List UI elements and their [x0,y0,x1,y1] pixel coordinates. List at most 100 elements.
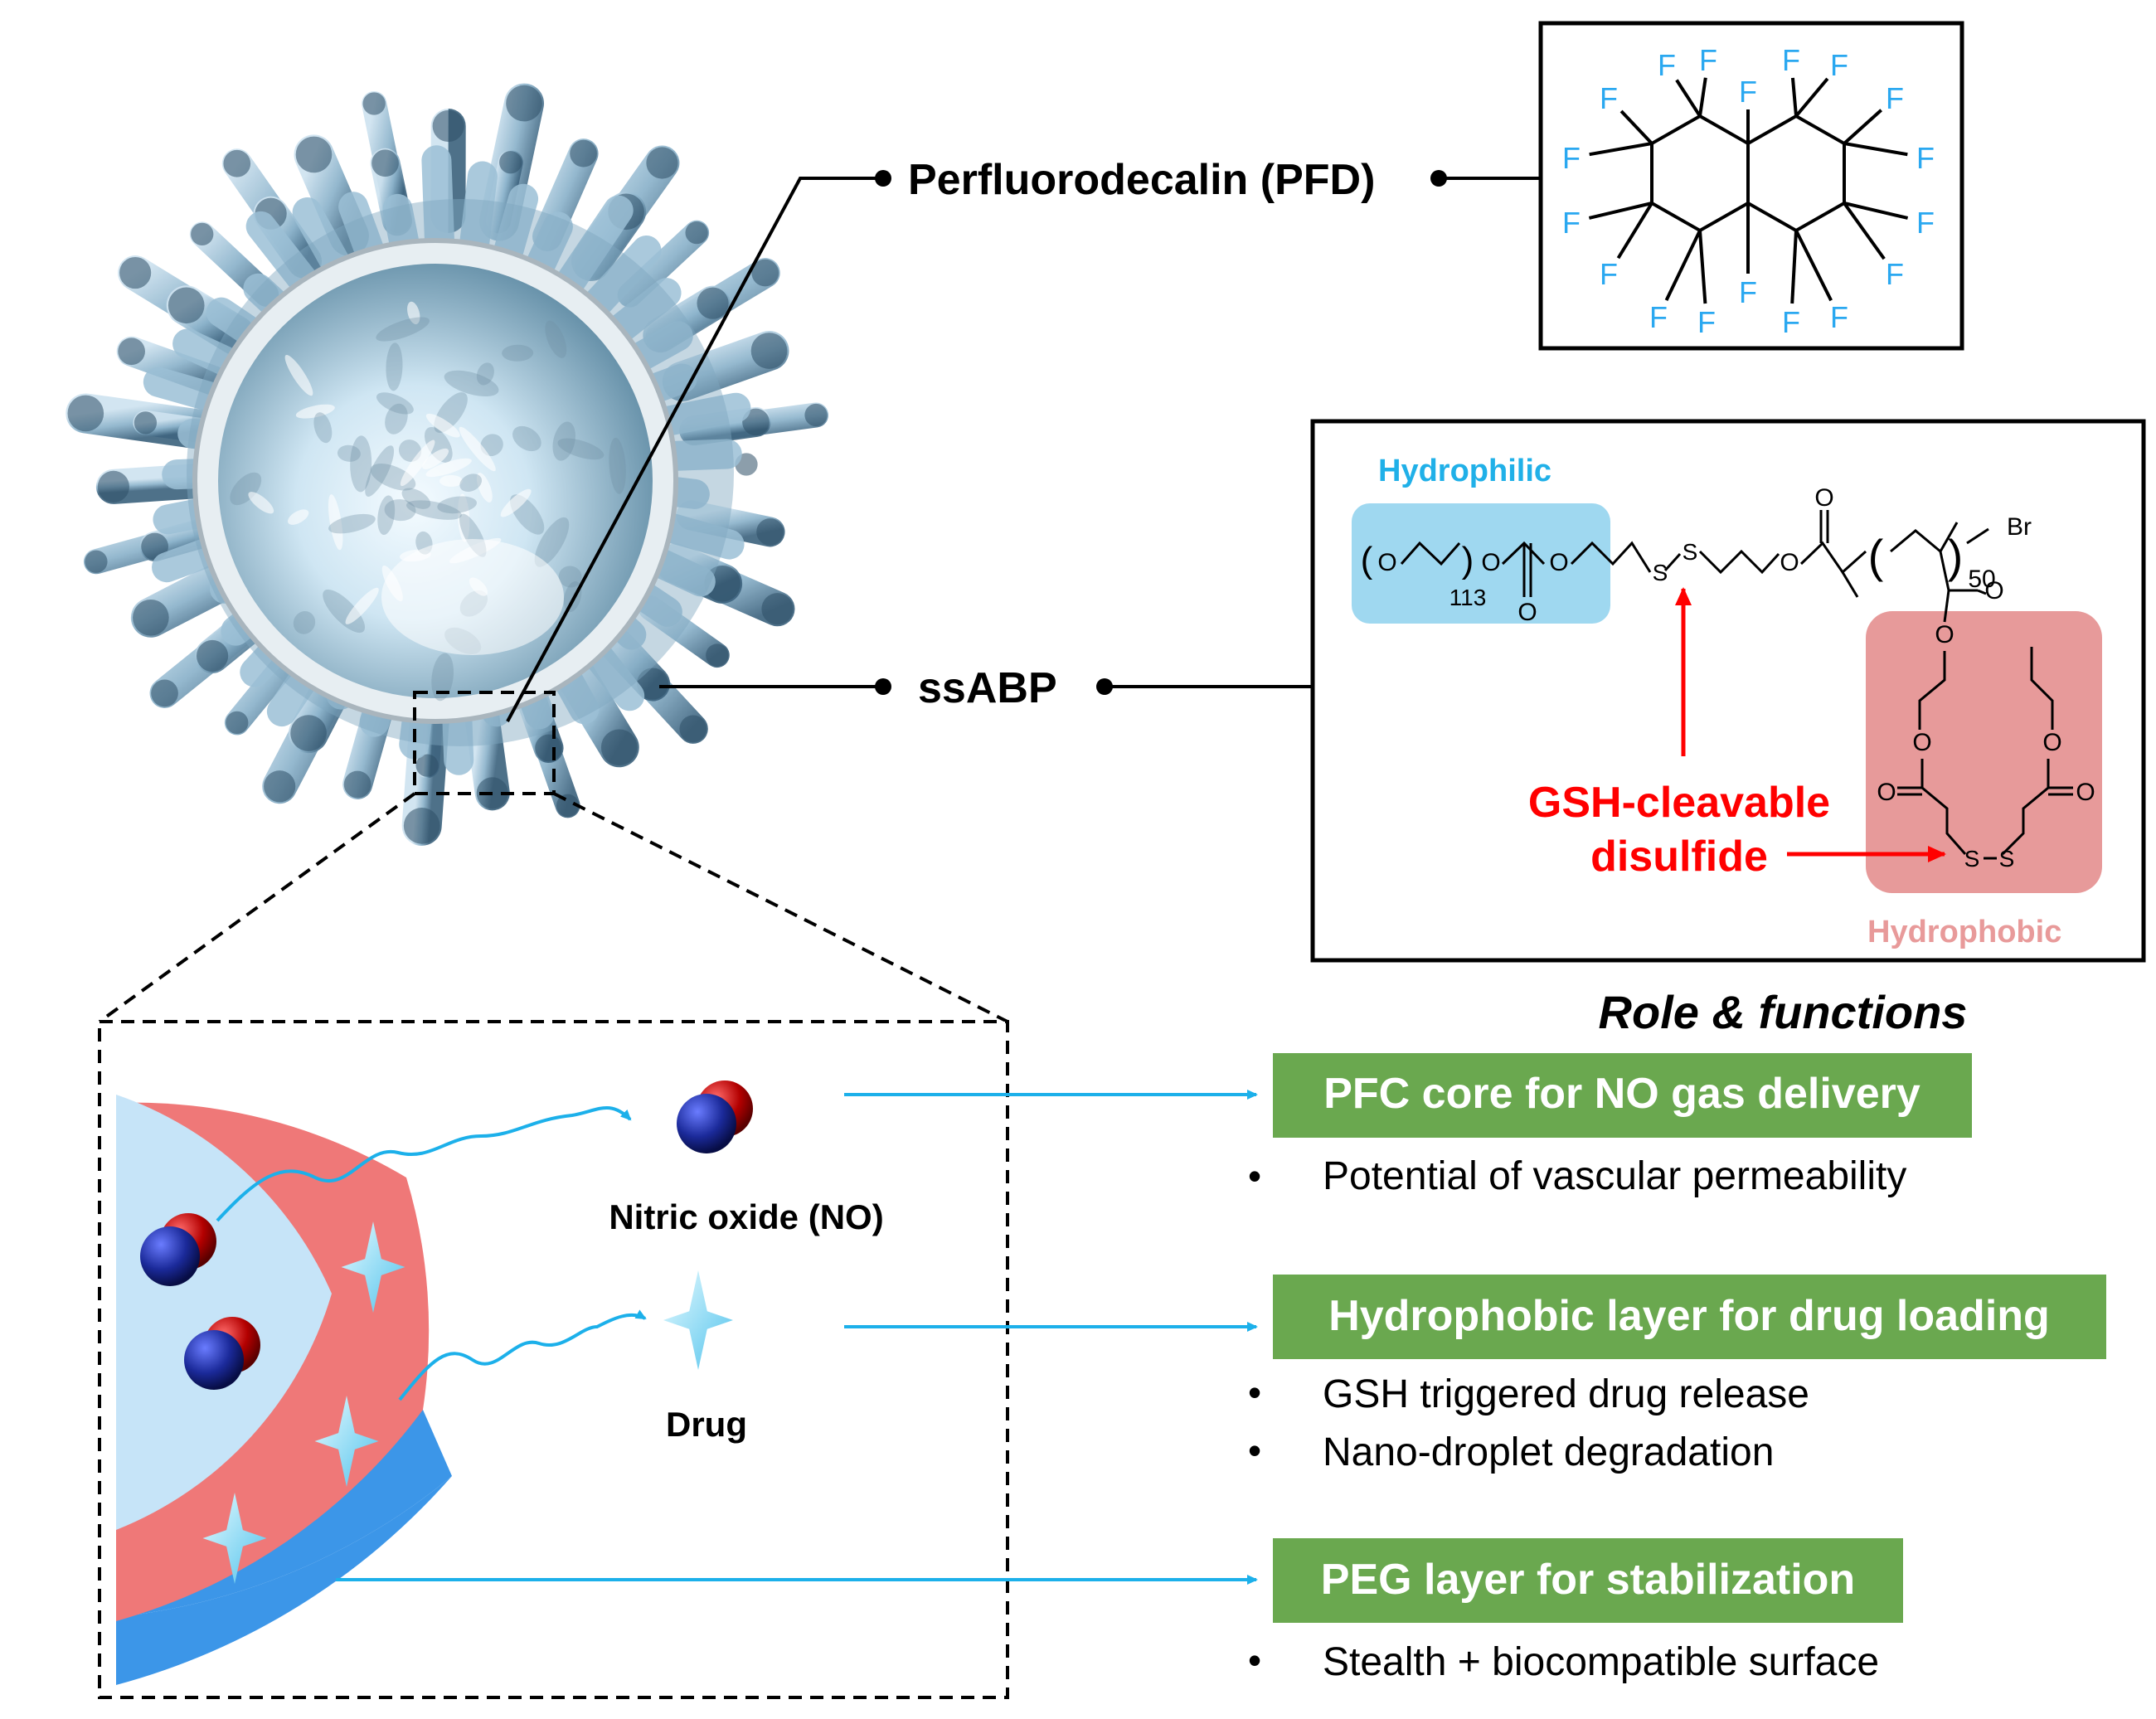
oxygen-atom: O [1780,549,1799,576]
core-texture [328,494,343,551]
rod-tip [751,259,779,287]
oxygen-atom: O [1984,577,2003,605]
poly-repeat-number: 50 [1968,566,1995,593]
nanodroplet-illustration [66,83,829,846]
function-1-box [1273,1053,1972,1138]
no-release-arrow [216,1106,632,1222]
core-texture [459,473,483,492]
fluorine-atom: F [1916,141,1935,175]
rod-tip [403,808,440,844]
core-texture [365,445,395,497]
rod-tip [134,411,158,435]
rod-tip [415,754,439,777]
gsh-label-line1: GSH-cleavable [1528,779,1830,827]
role-functions-title: Role & functions [1599,986,1968,1038]
fluorine-atom: F [1562,141,1581,175]
rod-tip [362,92,386,115]
rod-tip [646,147,678,179]
drug-release-arrow [398,1309,647,1401]
fluorine-atom: F [1697,305,1716,339]
pfd-bond [1794,77,1829,118]
fluorine-atom: F [1830,300,1848,334]
fluorine-atom: F [1658,48,1676,82]
pfd-bond [1616,202,1653,260]
pfd-bond [1589,142,1653,157]
zoom-layers [116,1080,753,1685]
rod-tip [151,679,178,707]
rod-tip [804,403,828,427]
function-1-bullet-1: Potential of vascular permeability [1323,1154,1906,1198]
fluorine-atom: F [1600,81,1618,115]
core-texture [422,448,449,469]
function-1: PFC core for NO gas delivery • Potential… [844,1053,1972,1198]
peg-bracket-close: ) [1462,540,1474,580]
sulfur-atom: S [1964,846,1980,872]
rod-tip [196,639,229,673]
pfd-connector [1430,170,1541,187]
core-texture [545,320,567,358]
core-texture [557,438,605,460]
core-texture [376,392,414,415]
function-1-title: PFC core for NO gas delivery [1323,1070,1920,1118]
rod-tip [506,85,542,122]
core-texture [534,517,570,567]
function-2-bullet-1-dot: • [1248,1371,1261,1414]
oxygen-atom: O [1935,621,1954,648]
function-2-bullet-2: Nano-droplet degradation [1323,1430,1774,1474]
hydrophilic-label: Hydrophilic [1378,454,1551,488]
bond [1918,651,1946,730]
pfd-bond [1794,230,1833,302]
core-texture [425,458,472,478]
oxygen-atom: O [1877,779,1896,806]
no-molecule-released-nitrogen [677,1094,736,1153]
rod-tip [97,470,129,503]
pfd-bond [1675,79,1702,118]
rod-tip [706,643,729,667]
fluorine-atom: F [1600,257,1618,291]
core-texture [350,435,372,493]
rod-tip [223,149,251,177]
bond [1400,541,1461,566]
hydrophilic-highlight [1352,503,1610,624]
drug-label: Drug [666,1405,747,1444]
pfd-label: Perfluorodecalin (PFD) [908,156,1375,204]
bond [1890,529,1941,553]
zoom-line-right [553,792,1008,1023]
core-texture [345,587,379,624]
fluorine-atom: F [1916,206,1935,240]
core-texture [476,473,493,503]
rod-tip [295,136,333,173]
oxygen-atom: O [1377,549,1396,576]
rod-tip [371,149,399,177]
pfd-bond [1790,77,1798,117]
core-texture [328,513,376,534]
poly-bracket-close: ) [1948,530,1964,582]
core-texture [376,317,430,342]
no-molecule-nitrogen [140,1226,200,1286]
drug-star [202,1493,267,1584]
bond [1799,541,1867,575]
core-texture [439,475,463,487]
oxygen-atom: O [2042,729,2061,756]
function-3-bullet-1: Stealth + biocompatible surface [1323,1640,1879,1684]
rod-tip [697,287,729,319]
ssabp-leader-line [659,678,891,695]
rod-tip [226,711,249,735]
bond [2030,647,2054,730]
core-texture [459,426,496,472]
bond [1943,590,1950,623]
rod-tip [499,151,522,174]
rod-tip [636,668,669,700]
peg-layer [116,1476,452,1685]
bond [2001,759,2050,856]
pfd-bond [1698,77,1707,117]
function-2-title: Hydrophobic layer for drug loading [1328,1292,2050,1340]
pfd-structure-box [1538,21,1964,351]
core-texture [476,362,494,386]
pfd-bond [1790,230,1798,304]
oxygen-atom: O [2076,779,2095,806]
bond [1663,552,1682,572]
core-texture [293,611,316,634]
core-texture [500,488,532,517]
